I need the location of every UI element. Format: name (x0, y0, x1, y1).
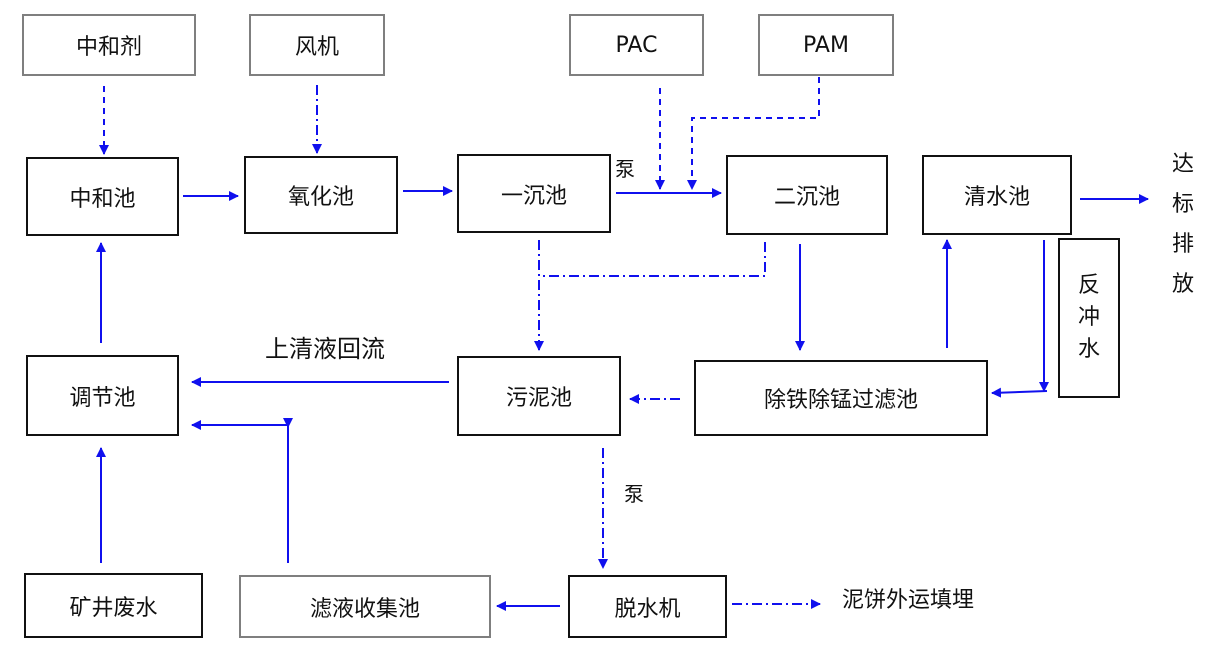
sludge-cake-disposal-label: 泥饼外运填埋 (842, 588, 975, 613)
dewatering-machine-box: 脱水机 (568, 575, 727, 638)
backwash-char-3: 水 (1077, 337, 1100, 362)
pam-label: PAM (803, 32, 849, 58)
discharge-char-4: 放 (1172, 272, 1195, 297)
backwash-char-1: 反 (1077, 273, 1100, 298)
blower-input-box: 风机 (249, 14, 385, 76)
primary-settling-tank-label: 一沉池 (500, 183, 567, 209)
sludge-tank-label: 污泥池 (505, 386, 572, 411)
secondary-sludge-line (540, 242, 766, 277)
pump-label-top: 泵 (615, 157, 635, 181)
primary-settling-tank-box: 一沉池 (457, 154, 611, 233)
iron-manganese-filter-box: 除铁除锰过滤池 (694, 360, 988, 436)
arrow-backwash-to-filter (991, 387, 1048, 398)
pam-input-box: PAM (758, 14, 894, 76)
discharge-char-1: 达 (1172, 152, 1195, 177)
regulating-tank-box: 调节池 (26, 355, 179, 436)
neutralization-tank-label: 中和池 (69, 186, 136, 212)
secondary-settling-tank-label: 二沉池 (773, 185, 840, 210)
neutralizer-label: 中和剂 (75, 35, 142, 60)
oxidation-tank-label: 氧化池 (287, 185, 354, 210)
dewatering-machine-label: 脱水机 (614, 596, 681, 622)
secondary-settling-tank-box: 二沉池 (726, 155, 888, 235)
backwash-char-2: 冲 (1077, 305, 1100, 330)
blower-label: 风机 (294, 35, 339, 60)
pump-label-bottom: 泵 (624, 482, 644, 506)
filtrate-collection-tank-label: 滤液收集池 (309, 596, 420, 622)
pac-label: PAC (615, 32, 658, 58)
mine-water-box: 矿井废水 (24, 573, 203, 638)
neutralizer-input-box: 中和剂 (22, 14, 196, 76)
discharge-char-3: 排 (1172, 232, 1195, 257)
backwash-water-box: 反 冲 水 (1058, 238, 1120, 398)
discharge-text: 达 标 排 放 (1172, 154, 1194, 296)
discharge-char-2: 标 (1172, 192, 1195, 217)
regulating-tank-label: 调节池 (69, 385, 136, 411)
arrow-filtrate-to-regulating (191, 420, 289, 563)
neutralization-tank-box: 中和池 (26, 157, 179, 236)
mine-water-label: 矿井废水 (69, 595, 158, 621)
oxidation-tank-box: 氧化池 (244, 156, 398, 234)
clear-water-tank-box: 清水池 (922, 155, 1072, 235)
pac-input-box: PAC (569, 14, 704, 76)
clear-water-tank-label: 清水池 (963, 185, 1030, 210)
filtrate-collection-tank-box: 滤液收集池 (239, 575, 491, 638)
iron-manganese-filter-label: 除铁除锰过滤池 (763, 388, 918, 413)
sludge-tank-box: 污泥池 (457, 356, 621, 436)
supernatant-return-label: 上清液回流 (265, 335, 385, 363)
